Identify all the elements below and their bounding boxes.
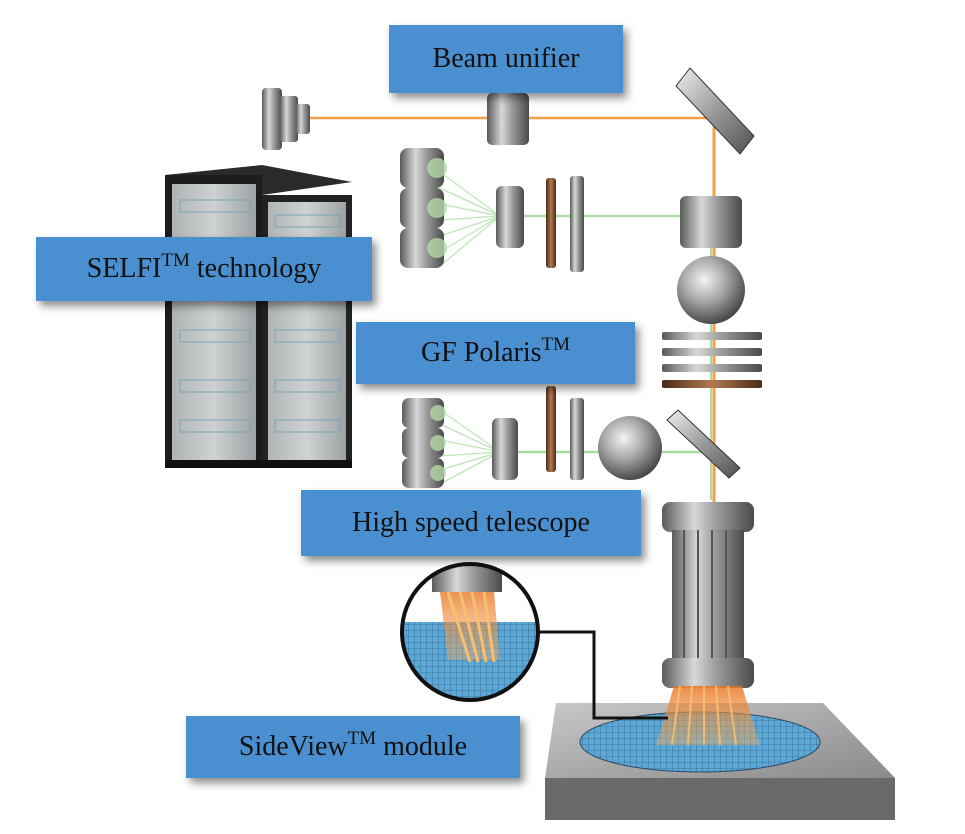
top-waveplates <box>546 176 584 272</box>
selfi-label-tm: TM <box>161 250 190 271</box>
lower-focus-lens <box>492 418 518 480</box>
high-speed-telescope-label: High speed telescope <box>301 490 641 556</box>
lower-sphere <box>598 416 662 480</box>
top-mirror <box>675 67 755 155</box>
sideview-inset <box>400 562 540 702</box>
scanner-head <box>656 502 760 746</box>
right-column-cylinder <box>680 196 742 248</box>
top-lens-array <box>400 148 447 268</box>
beam-unifier-optic <box>487 93 529 145</box>
right-column-sphere <box>677 256 745 324</box>
input-lens <box>262 88 310 150</box>
polaris-label-main: GF Polaris <box>420 337 542 368</box>
sideview-label-tm: TM <box>347 728 377 749</box>
polaris-label-tm: TM <box>541 334 571 355</box>
right-column-plates <box>662 332 762 388</box>
sideview-connector <box>538 630 668 720</box>
selfi-cabinet <box>165 165 352 468</box>
sideview-label-tail: module <box>376 731 468 762</box>
top-focus-lens <box>496 186 524 248</box>
sideview-label-main: SideView <box>238 731 348 762</box>
lower-mirror <box>666 409 741 479</box>
lower-waveplates <box>546 386 584 480</box>
beam-unifier-label: Beam unifier <box>389 25 623 93</box>
laser-beams <box>300 110 716 505</box>
selfi-label-tail: technology <box>189 253 322 284</box>
selfi-label-main: SELFI <box>86 253 162 284</box>
lower-lens-array <box>402 398 446 488</box>
